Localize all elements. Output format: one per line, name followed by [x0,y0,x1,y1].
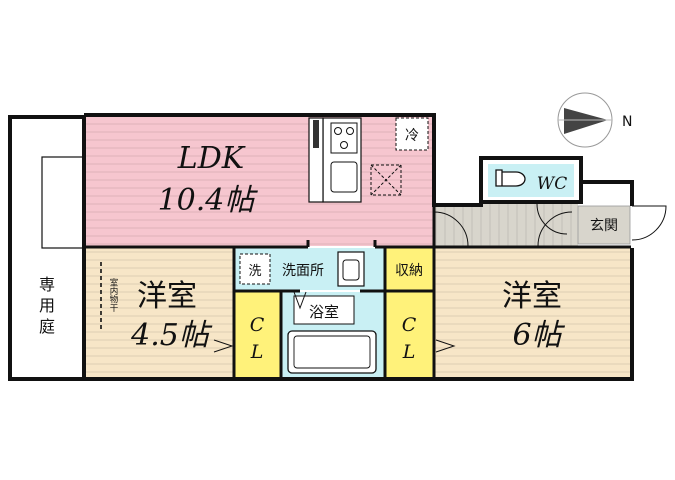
range-hood [313,120,319,148]
washer-space [239,253,271,285]
entrance-area [578,206,630,244]
garden-char-3: 庭 [39,317,55,336]
closet-2-area [386,292,433,378]
western-room-6-name: 洋室 [502,279,562,314]
western-room-6-stripes [434,246,631,377]
bath-label-box [293,295,355,325]
closet-1-l: L [250,341,264,363]
entrance-tile [577,205,631,245]
western-room-4-5-stripes [86,246,234,377]
kitchen-backsplash [308,117,324,203]
ceiling-hatch-cross-2 [370,164,402,196]
doors [213,203,667,353]
washer-label: 洗 [248,264,261,279]
western-room-4-5-name: 洋室 [137,279,197,314]
garden-char-1: 専 [39,275,55,294]
closet-2-l: L [402,341,416,363]
wc-label: WC [537,174,567,194]
bathtub-icon [287,330,377,374]
closet-2-c: C [402,314,417,336]
garden-window-frame [41,156,87,249]
compass-north-label: N [622,114,632,130]
bathtub-inner [293,335,371,369]
fridge-space [395,117,429,151]
ldk-stripes [86,117,433,246]
hallway-stripes [434,203,578,246]
vanity-basin [342,259,360,281]
compass-rose [557,92,613,148]
ldk-size: 10.4帖 [158,183,259,218]
burner-1 [334,127,342,135]
western-room-6-size: 6帖 [512,318,565,353]
closet-1-area [235,292,280,378]
closet-1-c: C [250,314,265,336]
burner-2 [346,127,354,135]
bath-label: 浴室 [309,303,339,321]
ceiling-hatch [370,164,402,196]
western-room-4-5-size: 4.5帖 [130,318,213,353]
storage-area [386,248,433,290]
washroom-label: 洗面所 [282,263,324,279]
garden-char-2: 用 [39,296,55,315]
indoor-dryer-label: 室内物干 [108,277,118,313]
storage-label: 収納 [395,263,423,279]
fridge-label: 冷 [405,128,419,144]
ldk-name: LDK [177,141,246,176]
toilet-icon [495,169,526,187]
sink-icon [330,161,358,193]
burner-3 [340,141,348,149]
walls [82,113,634,381]
entrance-label: 玄関 [590,217,618,234]
